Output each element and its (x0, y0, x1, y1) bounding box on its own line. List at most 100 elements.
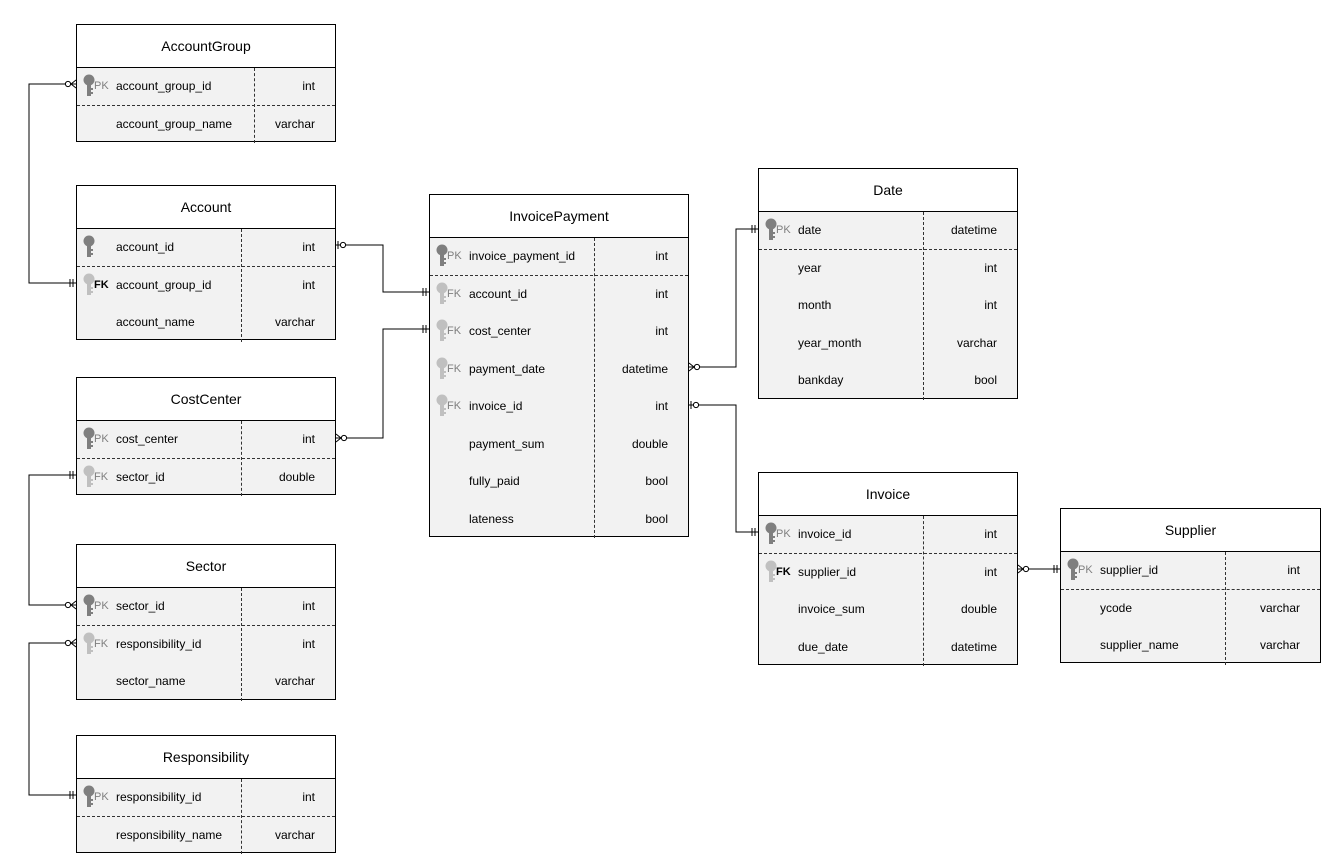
column-name: invoice_payment_id (469, 249, 576, 263)
column-row-invoice-sum[interactable]: invoice_sum double (759, 591, 1017, 629)
column-row-lateness[interactable]: lateness bool (430, 501, 688, 539)
column-row-cost-center[interactable]: FK cost_center int (430, 313, 688, 351)
column-row-invoice-id[interactable]: FK invoice_id int (430, 388, 688, 426)
key-tag: FK (447, 362, 462, 375)
key-tag: PK (94, 433, 109, 445)
key-icon (83, 594, 95, 618)
column-type: datetime (950, 223, 997, 237)
zero-marker (693, 363, 701, 371)
column-row-account-group-name[interactable]: account_group_name varchar (77, 106, 335, 144)
entity-responsibility-title: Responsibility (77, 736, 335, 779)
entity-responsibility[interactable]: Responsibility PK responsibility_id int … (76, 735, 336, 855)
key-icon (765, 522, 777, 546)
column-row-supplier-name[interactable]: supplier_name varchar (1061, 627, 1320, 665)
column-row-supplier-id[interactable]: FK supplier_id int (759, 554, 1017, 592)
column-type: varchar (1259, 638, 1300, 652)
column-name: account_name (116, 315, 195, 329)
zero-marker (340, 434, 348, 442)
key-tag: FK (447, 287, 462, 300)
column-name: sector_id (116, 469, 165, 484)
entity-account[interactable]: Account account_id int FK account_group_… (76, 185, 336, 342)
key-icon (765, 560, 777, 584)
column-row-account-id[interactable]: FK account_id int (430, 276, 688, 314)
entity-invoice-title: Invoice (759, 473, 1017, 516)
column-row-month[interactable]: month int (759, 287, 1017, 325)
entity-date[interactable]: Date PK date datetime year int month int… (758, 168, 1018, 400)
column-row-account-name[interactable]: account_name varchar (77, 304, 335, 342)
column-row-sector-id[interactable]: FK sector_id double (77, 459, 335, 497)
column-row-bankday[interactable]: bankday bool (759, 362, 1017, 400)
key-tag: PK (447, 250, 462, 262)
column-divider (1225, 552, 1226, 665)
entity-costcenter[interactable]: CostCenter PK cost_center int FK sector_… (76, 377, 336, 497)
column-row-account-group-id[interactable]: FK account_group_id int (77, 267, 335, 305)
key-tag: FK (94, 278, 109, 291)
column-divider (923, 212, 924, 400)
column-name: payment_sum (469, 436, 545, 451)
column-row-cost-center[interactable]: PK cost_center int (77, 421, 335, 459)
key-icon (83, 235, 95, 259)
key-icon (436, 357, 448, 381)
relationship-line (28, 474, 76, 606)
entity-costcenter-title: CostCenter (77, 378, 335, 421)
key-icon (1067, 558, 1079, 582)
many-marker (70, 642, 77, 648)
column-type: varchar (274, 315, 315, 329)
column-type: varchar (1259, 600, 1300, 615)
many-marker (70, 83, 77, 89)
column-name: account_group_id (116, 277, 212, 292)
key-tag: PK (776, 224, 791, 236)
column-row-invoice-id[interactable]: PK invoice_id int (759, 516, 1017, 554)
relationship-line (336, 328, 429, 439)
column-row-fully-paid[interactable]: fully_paid bool (430, 463, 688, 501)
entity-account-title: Account (77, 186, 335, 229)
relationship-line (689, 404, 758, 533)
column-type: bool (974, 373, 997, 387)
many-marker (1017, 564, 1024, 570)
column-row-payment-date[interactable]: FK payment_date datetime (430, 351, 688, 389)
column-name: supplier_id (798, 564, 857, 579)
column-divider (594, 238, 595, 538)
column-type: int (302, 790, 315, 804)
column-row-date[interactable]: PK date datetime (759, 212, 1017, 250)
column-type: varchar (274, 674, 315, 688)
entity-sector[interactable]: Sector PK sector_id int FK responsibilit… (76, 544, 336, 701)
column-type: double (631, 436, 668, 451)
column-type: int (655, 324, 668, 338)
zero-marker (64, 639, 72, 647)
column-row-sector-name[interactable]: sector_name varchar (77, 663, 335, 701)
column-row-invoice-payment-id[interactable]: PK invoice_payment_id int (430, 238, 688, 276)
entity-supplier[interactable]: Supplier PK supplier_id int ycode varcha… (1060, 508, 1321, 665)
key-tag: PK (94, 600, 109, 612)
many-marker (1017, 568, 1024, 574)
column-row-supplier-id[interactable]: PK supplier_id int (1061, 552, 1320, 590)
column-row-due-date[interactable]: due_date datetime (759, 629, 1017, 667)
column-row-sector-id[interactable]: PK sector_id int (77, 588, 335, 626)
column-row-responsibility-id[interactable]: PK responsibility_id int (77, 779, 335, 817)
entity-accountgroup[interactable]: AccountGroup PK account_group_id int acc… (76, 24, 336, 144)
column-divider (241, 779, 242, 854)
key-tag: PK (94, 80, 109, 92)
entity-date-title: Date (759, 169, 1017, 212)
column-row-responsibility-id[interactable]: FK responsibility_id int (77, 626, 335, 664)
column-row-account-id[interactable]: account_id int (77, 229, 335, 267)
key-icon (83, 632, 95, 656)
entity-invoice[interactable]: Invoice PK invoice_id int FK supplier_id… (758, 472, 1018, 667)
column-row-year-month[interactable]: year_month varchar (759, 325, 1017, 363)
column-type: varchar (274, 827, 315, 842)
column-type: bool (645, 474, 668, 488)
column-row-account-group-id[interactable]: PK account_group_id int (77, 68, 335, 106)
column-name: invoice_id (798, 527, 852, 541)
column-type: int (1287, 563, 1300, 577)
column-row-payment-sum[interactable]: payment_sum double (430, 426, 688, 464)
key-tag: FK (776, 565, 791, 578)
column-row-responsibility-name[interactable]: responsibility_name varchar (77, 817, 335, 855)
column-row-year[interactable]: year int (759, 250, 1017, 288)
key-tag: FK (447, 325, 462, 337)
column-divider (254, 68, 255, 143)
entity-sector-title: Sector (77, 545, 335, 588)
column-row-ycode[interactable]: ycode varchar (1061, 590, 1320, 628)
column-name: fully_paid (469, 474, 520, 488)
entity-invoicepayment[interactable]: InvoicePayment PK invoice_payment_id int… (429, 194, 689, 539)
key-tag: PK (1078, 564, 1093, 576)
